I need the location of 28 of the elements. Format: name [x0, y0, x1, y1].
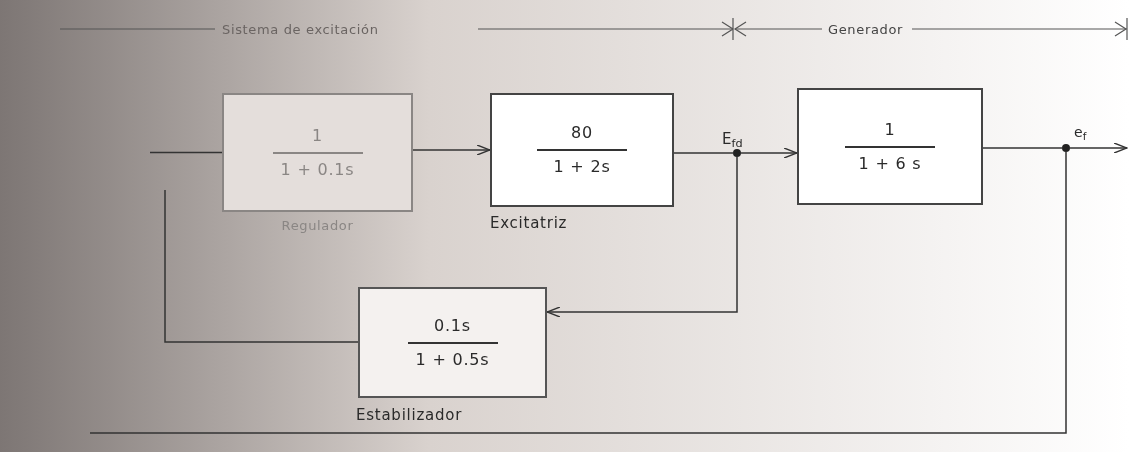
transfer-function-box: [490, 93, 674, 207]
numerator: 80: [571, 122, 593, 144]
signal-label: E$_{fd}$: [722, 129, 744, 151]
section-label: Sistema de excitación: [221, 21, 380, 39]
connector-line: [89, 151, 1067, 434]
numerator: 1: [312, 124, 323, 147]
signal-label: e$_{f}$: [1074, 123, 1088, 143]
transfer-function-box: [797, 88, 983, 205]
denominator: 1 + 2s: [553, 156, 611, 178]
block-caption: Estabilizador: [356, 405, 464, 426]
numerator: 0.1s: [434, 314, 471, 337]
connector-line: [982, 147, 1063, 149]
connector-line: [1069, 142, 1128, 154]
transfer-function-box: [222, 93, 413, 212]
denominator: 1 + 0.5s: [415, 348, 490, 371]
connector-line: [740, 147, 798, 159]
connector-line: [546, 156, 738, 318]
connector-line: [412, 144, 491, 156]
transfer-function-box: [358, 287, 547, 398]
numerator: 1: [884, 118, 896, 141]
block-caption: Excitatriz: [490, 213, 569, 234]
connector-line: [164, 189, 359, 343]
denominator: 1 + 6 s: [858, 152, 922, 175]
section-label: Generador: [827, 21, 905, 39]
denominator: 1 + 0.1s: [280, 158, 355, 181]
connector-line: [149, 151, 223, 154]
connector-line: [673, 152, 734, 154]
block-caption: Regulador: [280, 217, 355, 235]
